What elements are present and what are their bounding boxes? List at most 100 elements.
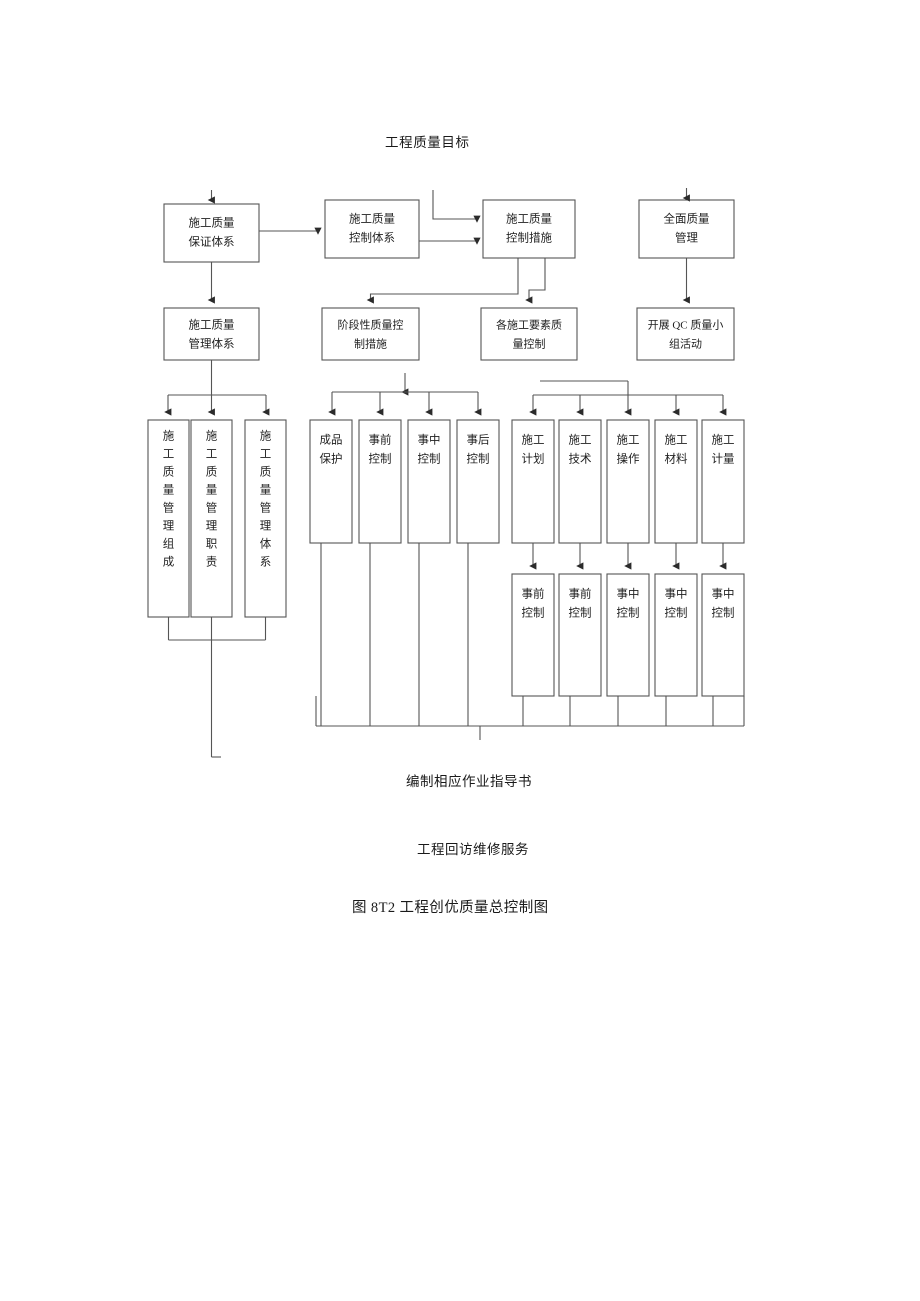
svg-text:施工质量: 施工质量	[506, 213, 552, 226]
svg-text:事前: 事前	[569, 587, 592, 601]
svg-text:操作: 操作	[617, 452, 640, 466]
row1-box-1: 施工质量 保证体系	[163, 203, 260, 263]
row1-box-2: 施工质量 控制体系	[324, 199, 420, 259]
svg-text:量控制: 量控制	[513, 337, 546, 351]
svg-text:量: 量	[260, 484, 272, 497]
svg-text:管理: 管理	[675, 231, 698, 245]
svg-text:保护: 保护	[320, 452, 343, 466]
svg-text:理: 理	[260, 520, 272, 533]
svg-text:施工: 施工	[712, 434, 735, 447]
svg-text:计量: 计量	[712, 453, 735, 466]
svg-text:施工质量: 施工质量	[189, 217, 235, 230]
svg-text:制措施: 制措施	[354, 337, 387, 351]
svg-text:系: 系	[260, 556, 272, 569]
svg-text:组活动: 组活动	[669, 337, 702, 351]
svg-text:控制: 控制	[467, 452, 490, 466]
svg-text:管: 管	[163, 501, 175, 515]
svg-text:控制: 控制	[418, 452, 441, 466]
right-group-top-box-2: 施工 技术	[558, 419, 602, 544]
svg-text:技术: 技术	[569, 453, 592, 466]
svg-text:管: 管	[260, 501, 272, 515]
left-group-box-1: 施 工 质 量 管 理 组 成	[147, 419, 190, 618]
svg-text:施工质量: 施工质量	[349, 213, 395, 226]
svg-text:全面质量: 全面质量	[664, 212, 710, 226]
svg-text:施工: 施工	[665, 434, 688, 447]
svg-text:施: 施	[260, 430, 272, 443]
right-group-top-box-5: 施工 计量	[701, 419, 745, 544]
right-group-bottom-box-4: 事中 控制	[654, 573, 698, 697]
svg-text:控制体系: 控制体系	[349, 231, 395, 245]
right-group-bottom-box-5: 事中 控制	[701, 573, 745, 697]
left-group-box-2: 施 工 质 量 管 理 职 责	[190, 419, 233, 618]
svg-text:事前: 事前	[369, 433, 392, 447]
row1-box-4: 全面质量 管理	[638, 199, 735, 259]
svg-text:事后: 事后	[467, 434, 490, 447]
svg-text:量: 量	[163, 484, 175, 497]
diagram-title-label: 工程质量目标	[385, 135, 470, 150]
row2-box-4: 开展 QC 质量小 组活动	[636, 307, 735, 361]
right-group-bottom-box-2: 事前 控制	[558, 573, 602, 697]
svg-text:施工: 施工	[617, 434, 640, 447]
svg-text:事中: 事中	[418, 434, 441, 447]
svg-text:控制: 控制	[712, 606, 735, 620]
conn-elbow-into-r1c3	[432, 190, 481, 223]
svg-text:事中: 事中	[665, 588, 688, 601]
mid-group-box-3: 事中 控制	[407, 419, 451, 544]
svg-text:工: 工	[260, 449, 272, 461]
svg-text:各施工要素质: 各施工要素质	[496, 318, 562, 332]
svg-text:管理体系: 管理体系	[189, 337, 235, 351]
svg-text:开展 QC 质量小: 开展 QC 质量小	[648, 319, 724, 332]
svg-text:事前: 事前	[522, 587, 545, 601]
mid-group-box-2: 事前 控制	[358, 419, 402, 544]
svg-text:理: 理	[163, 520, 175, 533]
svg-text:工: 工	[163, 449, 175, 461]
svg-text:控制措施: 控制措施	[506, 231, 552, 245]
svg-text:质: 质	[206, 466, 218, 479]
svg-text:事中: 事中	[617, 588, 640, 601]
svg-text:成品: 成品	[320, 434, 343, 447]
svg-text:工: 工	[206, 449, 218, 461]
svg-text:质: 质	[163, 466, 175, 479]
svg-text:质: 质	[260, 466, 272, 479]
row2-box-3: 各施工要素质 量控制	[480, 307, 578, 361]
right-group-bottom-box-3: 事中 控制	[606, 573, 650, 697]
svg-text:组: 组	[163, 537, 175, 551]
row2-box-2: 阶段性质量控 制措施	[321, 307, 420, 361]
svg-text:控制: 控制	[617, 606, 640, 620]
svg-text:成: 成	[163, 556, 175, 569]
svg-text:事中: 事中	[712, 588, 735, 601]
svg-text:控制: 控制	[569, 606, 592, 620]
right-group-bottom-box-1: 事前 控制	[511, 573, 555, 697]
svg-text:控制: 控制	[665, 606, 688, 620]
conn-r1c3-r2c3	[525, 258, 546, 304]
right-group-top-box-1: 施工 计划	[511, 419, 555, 544]
svg-text:管: 管	[206, 501, 218, 515]
svg-text:阶段性质量控: 阶段性质量控	[338, 318, 404, 332]
mid-group-box-1: 成品 保护	[309, 419, 353, 544]
figure-caption: 图 8T2 工程创优质量总控制图	[352, 900, 549, 916]
note-followup-maintenance-service: 工程回访维修服务	[417, 842, 529, 857]
svg-text:材料: 材料	[665, 452, 688, 466]
note-compile-work-instruction: 编制相应作业指导书	[406, 774, 532, 789]
svg-text:责: 责	[206, 556, 218, 569]
svg-text:计划: 计划	[522, 453, 545, 466]
mid-group-box-4: 事后 控制	[456, 419, 500, 544]
svg-text:施工: 施工	[522, 434, 545, 447]
conn-r1c3-r2c2	[366, 258, 519, 304]
svg-text:控制: 控制	[522, 606, 545, 620]
svg-text:施: 施	[206, 430, 218, 443]
row2-box-1: 施工质量 管理体系	[163, 307, 260, 361]
right-group-top-box-3: 施工 操作	[606, 419, 650, 544]
right-group-top-box-4: 施工 材料	[654, 419, 698, 544]
svg-text:施: 施	[163, 430, 175, 443]
svg-text:控制: 控制	[369, 452, 392, 466]
svg-text:保证体系: 保证体系	[189, 235, 235, 249]
svg-text:职: 职	[206, 538, 218, 551]
svg-text:施工: 施工	[569, 434, 592, 447]
svg-text:量: 量	[206, 484, 218, 497]
svg-text:理: 理	[206, 520, 218, 533]
row1-box-3: 施工质量 控制措施	[482, 199, 576, 259]
